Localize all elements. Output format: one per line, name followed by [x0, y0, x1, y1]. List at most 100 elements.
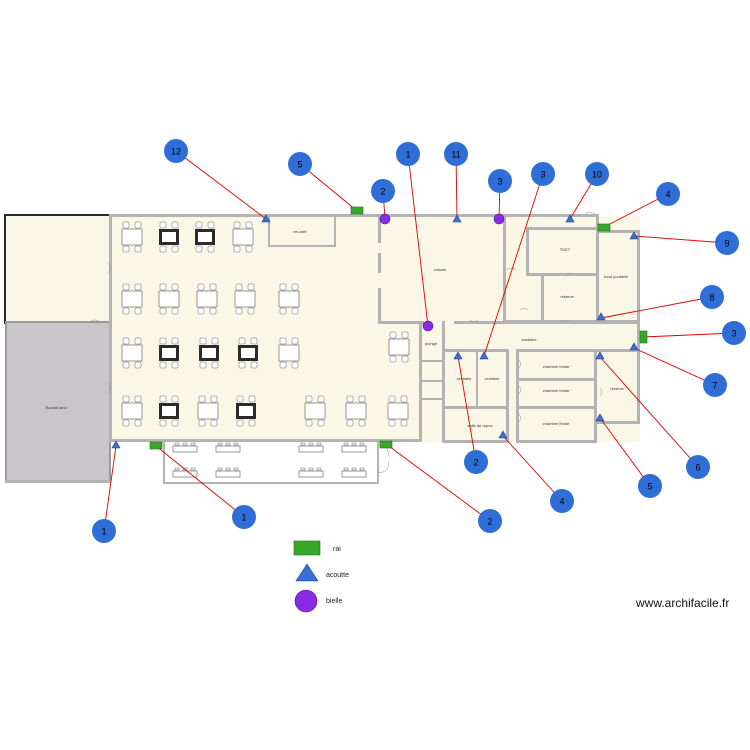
chair	[171, 283, 179, 291]
rai-markers	[149, 206, 648, 450]
vestiaire-2-label: vestiaire	[485, 376, 501, 381]
bielle-marker	[493, 213, 505, 225]
chair	[171, 307, 179, 315]
callout-number: 9	[724, 238, 729, 248]
callout-number: 5	[647, 481, 652, 491]
callout-circle	[638, 474, 662, 498]
rai-marker	[639, 330, 648, 344]
chambre-froide-3-label: chambre froide	[543, 421, 570, 426]
chair	[389, 355, 397, 363]
kitchen-floor	[379, 216, 506, 324]
bielle-marker	[422, 320, 434, 332]
chair	[211, 337, 219, 345]
chair	[300, 442, 306, 446]
table-top	[162, 406, 176, 416]
callout-circle	[722, 321, 746, 345]
chair	[308, 442, 314, 446]
table-top	[241, 348, 255, 358]
callout-circle	[92, 519, 116, 543]
chair	[247, 283, 255, 291]
chair	[245, 221, 253, 229]
dining-table	[121, 344, 143, 362]
chair	[171, 337, 179, 345]
chair	[400, 419, 408, 427]
acoutte-marker	[629, 342, 639, 351]
chair	[195, 221, 203, 229]
dining-table	[196, 290, 218, 308]
chair	[122, 307, 130, 315]
chair	[134, 221, 142, 229]
dining-table	[232, 228, 254, 246]
chambre-froide-1-label: chambre froide	[543, 364, 570, 369]
chair	[122, 419, 130, 427]
acoutte-marker	[111, 440, 121, 449]
chair	[401, 331, 409, 339]
chair	[210, 395, 218, 403]
chair	[207, 245, 215, 253]
dining-table	[304, 402, 326, 420]
chair	[233, 245, 241, 253]
callout-circle	[232, 505, 256, 529]
chair	[317, 419, 325, 427]
local-poubelle-label: local poubelle	[604, 274, 629, 279]
chair	[401, 355, 409, 363]
callout-circle	[700, 285, 724, 309]
acoutte-marker	[452, 214, 462, 223]
chair	[238, 361, 246, 369]
ronald-land-label: Ronald land	[45, 405, 66, 410]
chair	[250, 361, 258, 369]
rai-marker	[379, 440, 393, 449]
chair	[190, 467, 196, 471]
chair	[134, 361, 142, 369]
chair	[211, 361, 219, 369]
chair	[388, 419, 396, 427]
chair	[359, 442, 365, 446]
vestiaire-1-label: vestiaire	[457, 376, 473, 381]
chair	[343, 467, 349, 471]
table-top	[162, 232, 176, 242]
dining-table	[158, 290, 180, 308]
chair	[122, 361, 130, 369]
callout-number: 11	[451, 149, 460, 159]
chair	[199, 337, 207, 345]
chair	[199, 361, 207, 369]
bielle-markers	[379, 213, 505, 332]
callout-number: 5	[297, 159, 302, 169]
tdet-label: TDET	[560, 247, 571, 252]
chair	[316, 442, 322, 446]
terrace-table	[172, 445, 198, 453]
callout-circle	[488, 169, 512, 193]
chair	[235, 283, 243, 291]
reserve-right-label: réserve	[610, 386, 624, 391]
chair	[122, 221, 130, 229]
chair	[122, 245, 130, 253]
chair	[233, 467, 239, 471]
callout-number: 1	[101, 526, 106, 536]
chair	[279, 283, 287, 291]
callout-number: 1	[405, 149, 410, 159]
dining-table	[121, 290, 143, 308]
chair	[134, 337, 142, 345]
legend-acoutte-swatch	[295, 563, 319, 582]
chair	[171, 395, 179, 403]
callout-number: 3	[497, 176, 502, 186]
callout-number: 4	[559, 496, 564, 506]
dining-table	[387, 402, 409, 420]
chair	[305, 419, 313, 427]
chair	[247, 307, 255, 315]
ronald-land-room	[5, 321, 111, 483]
chair	[359, 467, 365, 471]
chair	[134, 395, 142, 403]
chair	[174, 442, 180, 446]
chair	[308, 467, 314, 471]
dining-table	[278, 344, 300, 362]
callout-number: 6	[695, 462, 700, 472]
walls	[5, 214, 640, 484]
table-top	[198, 232, 212, 242]
terrace-table	[215, 470, 241, 478]
chair	[197, 307, 205, 315]
plonge-label: plonge	[425, 341, 438, 346]
terrace-table	[172, 470, 198, 478]
chair	[159, 283, 167, 291]
